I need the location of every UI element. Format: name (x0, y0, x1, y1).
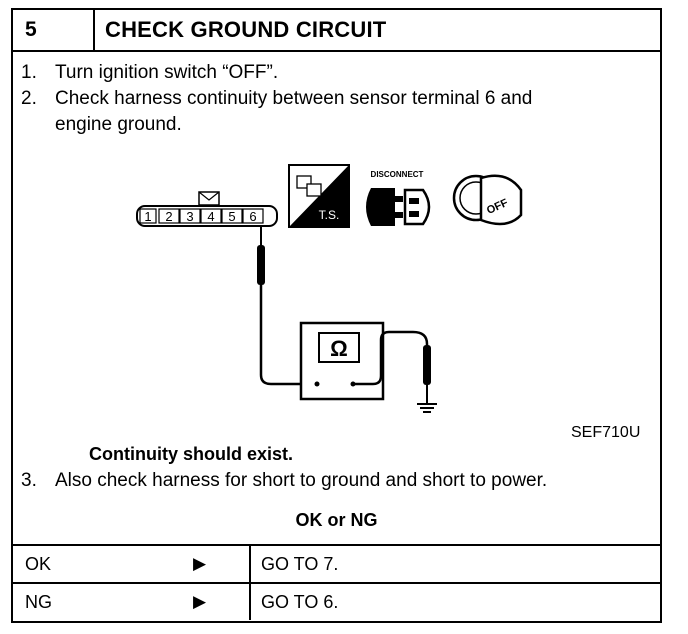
terminal-6: 6 (249, 209, 256, 224)
step-2-number: 2. (21, 88, 37, 109)
procedure-box: 5 CHECK GROUND CIRCUIT 1. Turn ignition … (11, 8, 662, 623)
ts-icon: T.S. (288, 164, 350, 228)
sensor-connector: 1 2 3 4 5 6 (136, 191, 278, 227)
terminal-3: 3 (186, 209, 193, 224)
step-1-text: Turn ignition switch “OFF”. (55, 62, 279, 83)
result-action-ng: GO TO 6. (249, 584, 338, 620)
ok-or-ng-prompt: OK or NG (295, 510, 378, 530)
disconnect-label: DISCONNECT (371, 170, 424, 179)
result-row-ok: OK ▶ GO TO 7. (13, 544, 660, 582)
header: 5 CHECK GROUND CIRCUIT (13, 10, 660, 52)
ts-label: T.S. (319, 208, 340, 222)
result-label-ng: NG (25, 592, 52, 612)
terminal-1: 1 (144, 209, 151, 224)
step-3-text: Also check harness for short to ground a… (55, 470, 548, 491)
continuity-note: Continuity should exist. (89, 444, 294, 464)
terminal-2: 2 (165, 209, 172, 224)
disconnect-icon: DISCONNECT (366, 170, 431, 226)
off-label: OFF (485, 197, 510, 217)
step-2-text-b: engine ground. (55, 114, 182, 135)
arrow-icon: ▶ (193, 554, 207, 573)
ignition-off-icon: OFF (452, 174, 523, 226)
probe-ground (353, 330, 437, 413)
arrow-icon: ▶ (193, 592, 207, 611)
ohm-symbol: Ω (330, 336, 348, 361)
result-label-ok: OK (25, 554, 52, 574)
step-title: CHECK GROUND CIRCUIT (105, 17, 387, 42)
result-row-ng: NG ▶ GO TO 6. (13, 582, 660, 620)
terminal-5: 5 (228, 209, 235, 224)
step-3-number: 3. (21, 470, 37, 491)
step-1-number: 1. (21, 62, 37, 83)
result-action-ok: GO TO 7. (249, 546, 338, 582)
probe-terminal-6 (257, 226, 309, 386)
step-2-text-a: Check harness continuity between sensor … (55, 88, 533, 109)
step-number: 5 (13, 10, 95, 50)
terminal-4: 4 (207, 209, 214, 224)
ohmmeter: Ω (299, 321, 385, 401)
figure-id: SEF710U (571, 424, 641, 441)
